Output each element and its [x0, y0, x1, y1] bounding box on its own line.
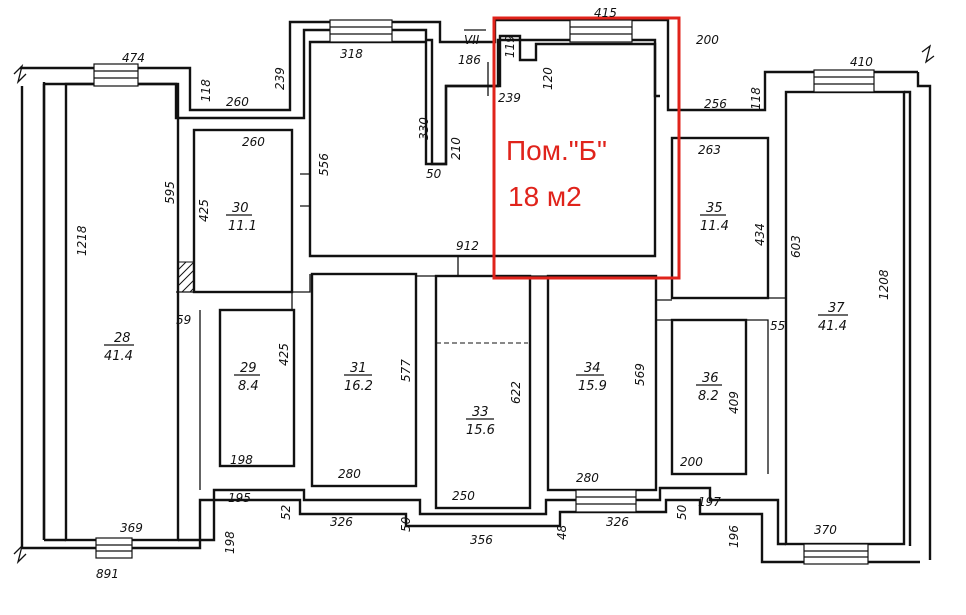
- dimension-label: 118: [199, 79, 213, 102]
- dimension-label: 912: [456, 239, 479, 253]
- dimension-label: 50: [399, 516, 413, 532]
- windows: [93, 19, 875, 565]
- dimension-label: 119: [503, 35, 517, 58]
- room-area: 16.2: [344, 379, 373, 394]
- room-30: 30 11.1: [226, 201, 257, 234]
- dimension-label: 369: [120, 521, 143, 535]
- room-number: 31: [350, 361, 367, 376]
- dimension-label: 356: [470, 533, 493, 547]
- highlight-area: 18 м2: [508, 181, 582, 212]
- room-labels: 28 41.4 29 8.4 30 11.1 31 16.2 33 15.6 3…: [104, 201, 848, 438]
- dimension-label: 260: [226, 95, 249, 109]
- dimension-label: 577: [399, 359, 413, 382]
- dimension-label: 326: [330, 515, 353, 529]
- room-28: 28 41.4: [104, 331, 134, 364]
- highlight-title: Пом."Б": [506, 135, 607, 166]
- dimension-label: 280: [576, 471, 599, 485]
- room-area: 8.2: [698, 389, 719, 404]
- dimension-label: 48: [555, 524, 569, 540]
- dimension-label: 425: [277, 343, 291, 366]
- dimension-label: 118: [749, 87, 763, 110]
- dimension-label: 55: [770, 319, 785, 333]
- break-marks: [13, 44, 935, 565]
- dimension-label: 186: [458, 53, 481, 67]
- dimension-label: 50: [675, 504, 689, 520]
- dimension-label: 603: [789, 235, 803, 258]
- dimension-label: 891: [96, 567, 119, 581]
- dimension-label: 415: [594, 6, 617, 20]
- room-number: 29: [240, 361, 257, 376]
- dimension-label: 425: [197, 199, 211, 222]
- dimension-label: 409: [727, 391, 741, 414]
- room-33: 33 15.6: [466, 405, 495, 438]
- room-37: 37 41.4: [818, 301, 848, 334]
- dimension-label: 556: [317, 153, 331, 176]
- dimension-label: 198: [223, 531, 237, 554]
- outer-walls: [20, 18, 932, 564]
- dimension-label: 256: [704, 97, 727, 111]
- dimension-label: 280: [338, 467, 361, 481]
- dimension-label: 195: [228, 491, 251, 505]
- dimension-label: 239: [273, 67, 287, 90]
- room-29: 29 8.4: [234, 361, 260, 394]
- dimension-label: 326: [606, 515, 629, 529]
- highlight-frame: [492, 16, 681, 280]
- dimension-label: 569: [633, 363, 647, 386]
- room-area: 8.4: [238, 379, 259, 394]
- dimension-label: 263: [698, 143, 721, 157]
- highlight: Пом."Б" 18 м2: [492, 16, 681, 280]
- dimension-label: 1208: [877, 269, 891, 300]
- dimension-label: 196: [727, 525, 741, 548]
- room-number: 37: [828, 301, 845, 316]
- dimension-label: 200: [680, 455, 703, 469]
- room-number: 28: [114, 331, 131, 346]
- dimension-label: 260: [242, 135, 265, 149]
- section-mark: VII: [464, 29, 489, 96]
- room-number: 35: [706, 201, 723, 216]
- dimension-label: 59: [176, 313, 191, 327]
- dimension-label: 120: [541, 67, 555, 90]
- dimension-label: 50: [426, 167, 442, 181]
- dimension-label: 198: [230, 453, 253, 467]
- room-35: 35 11.4: [700, 201, 729, 234]
- dimension-label: 1218: [75, 225, 89, 256]
- room-area: 41.4: [818, 319, 847, 334]
- dimension-label: 434: [753, 223, 767, 246]
- dimension-label: 52: [279, 505, 293, 520]
- dimension-label: 474: [122, 51, 145, 65]
- dimension-label: 595: [163, 181, 177, 204]
- hatched-column: [177, 261, 195, 293]
- dimension-labels: 474 118 239 260 318 186 119 415 120 239 …: [75, 6, 891, 581]
- room-31: 31 16.2: [344, 361, 373, 394]
- dimension-label: 622: [509, 381, 523, 404]
- section-mark-label: VII: [464, 33, 480, 47]
- room-number: 34: [584, 361, 601, 376]
- room-number: 33: [472, 405, 489, 420]
- room-number: 36: [702, 371, 719, 386]
- room-area: 11.4: [700, 219, 729, 234]
- room-36: 36 8.2: [696, 371, 722, 404]
- room-area: 15.6: [466, 423, 495, 438]
- room-number: 30: [232, 201, 249, 216]
- dimension-label: 410: [850, 55, 873, 69]
- dimension-label: 250: [452, 489, 475, 503]
- dimension-label: 330: [417, 117, 431, 140]
- room-34: 34 15.9: [576, 361, 607, 394]
- dimension-label: 370: [814, 523, 837, 537]
- dimension-label: 318: [340, 47, 363, 61]
- dimension-label: 200: [696, 33, 719, 47]
- dimension-label: 210: [449, 137, 463, 160]
- room-area: 41.4: [104, 349, 133, 364]
- dimension-label: 239: [498, 91, 521, 105]
- room-area: 11.1: [228, 219, 257, 234]
- room-area: 15.9: [578, 379, 607, 394]
- dimension-label: 197: [698, 495, 721, 509]
